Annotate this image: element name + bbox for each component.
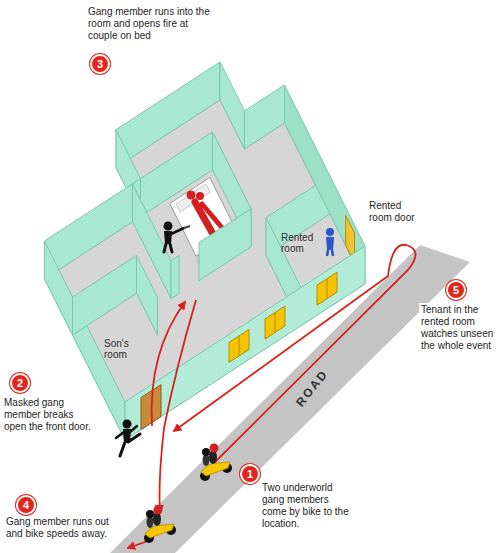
masked-man-figure-part	[120, 442, 125, 456]
callout-number-holder: 2	[10, 373, 30, 393]
callout-text: Gang member runs out and bike speeds awa…	[6, 516, 126, 540]
gunman-figure-part	[184, 226, 190, 228]
route-lines	[128, 245, 416, 548]
masked-man-figure-part	[130, 426, 137, 432]
gunman-figure	[164, 222, 191, 253]
front-wall-part	[327, 279, 328, 299]
callout-text: Masked gang member breaks open the front…	[4, 397, 94, 433]
callout-text: Rented room door	[369, 200, 415, 224]
victim-figure-part	[187, 191, 196, 200]
callout-text-holder: Gang member runs into the room and opens…	[88, 6, 220, 42]
front-wall-part	[265, 306, 285, 339]
front-wall-part	[125, 246, 365, 440]
interior-walls-part	[137, 255, 158, 335]
bike-arrival-part	[202, 448, 210, 456]
callout-text-holder: Two underworld gang members come by bike…	[262, 482, 354, 530]
gunman-figure-part	[170, 244, 172, 252]
bedroom-front-wall-part	[171, 256, 179, 299]
callout-number-holder: 5	[446, 280, 466, 300]
bike-getaway	[144, 506, 176, 544]
callout-number: 5	[446, 280, 466, 300]
callout-text: Tenant in the rented room watches unseen…	[419, 303, 497, 353]
bike-getaway-part	[146, 510, 154, 518]
victim-figure-part	[196, 192, 204, 200]
callout-number-holder: 4	[16, 495, 36, 515]
masked-man-figure	[116, 420, 140, 457]
back-walls-part	[220, 62, 245, 149]
bike-arrival	[200, 444, 232, 482]
callout-number-holder: 3	[90, 54, 110, 74]
callout-number: 4	[16, 495, 36, 515]
bike-arrival-part	[210, 444, 219, 453]
tenant-figure-part	[327, 250, 328, 256]
front-wall-part	[239, 336, 240, 356]
front-wall	[125, 246, 365, 440]
front-wall-part	[229, 329, 249, 362]
callout-text: Gang member runs into the room and opens…	[88, 6, 220, 42]
interior-walls-part	[73, 255, 137, 335]
tenant-figure-part	[326, 228, 334, 236]
room-label: Son's room	[104, 338, 144, 360]
route-lines-part	[160, 300, 197, 512]
callout-text-holder: Masked gang member breaks open the front…	[4, 397, 94, 433]
masked-man-figure-part	[128, 434, 140, 442]
room-label-holder: Son's room	[104, 338, 144, 360]
back-walls-part	[245, 85, 285, 149]
gunman-figure-part	[164, 244, 166, 252]
callout-number: 2	[10, 373, 30, 393]
tenant-figure-part	[326, 237, 334, 250]
callout-text-holder: Gang member runs out and bike speeds awa…	[6, 516, 126, 540]
callout-number: 3	[90, 54, 110, 74]
victim-figure	[187, 191, 225, 237]
gunman-figure-part	[164, 222, 173, 231]
front-wall-part	[317, 272, 337, 305]
bike-getaway-part	[154, 506, 163, 515]
route-lines-part	[174, 245, 416, 462]
room-label: Rented room	[281, 232, 321, 254]
tenant-figure-part	[332, 250, 333, 256]
callout-number-holder: 1	[240, 464, 260, 484]
callout-text-holder: Tenant in the rented room watches unseen…	[419, 303, 497, 353]
callout-text-holder: Rented room door	[369, 200, 415, 224]
route-lines-part	[128, 541, 148, 548]
callout-text: Two underworld gang members come by bike…	[262, 482, 354, 530]
front-wall-part	[275, 313, 276, 333]
callout-number: 1	[240, 464, 260, 484]
gunman-figure-part	[171, 228, 184, 234]
tenant-figure	[326, 228, 334, 256]
victim-figure-part	[202, 204, 224, 230]
bedroom-front-wall-part	[199, 209, 251, 281]
masked-man-figure-part	[123, 420, 132, 429]
room-label-holder: Rented room	[281, 232, 321, 254]
masked-man-figure-part	[116, 432, 124, 438]
